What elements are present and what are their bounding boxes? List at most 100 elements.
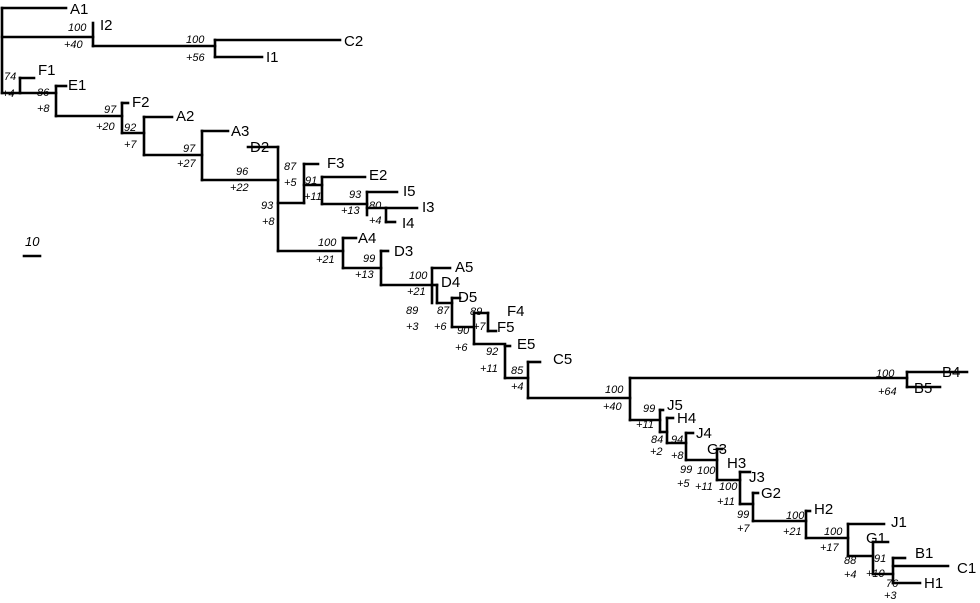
decay-index: +3: [406, 321, 419, 333]
bootstrap-value: 97: [183, 143, 196, 155]
taxon-label-j3: J3: [749, 469, 765, 486]
taxon-label-a3: A3: [231, 123, 249, 140]
decay-index: +4: [369, 215, 382, 227]
taxon-label-b5: B5: [914, 380, 932, 397]
taxon-label-i3: I3: [422, 199, 435, 216]
decay-index: +56: [186, 52, 206, 64]
decay-index: +4: [511, 381, 524, 393]
tree-branches: [0, 6, 969, 585]
bootstrap-value: 96: [236, 166, 249, 178]
decay-index: +17: [820, 542, 840, 554]
bootstrap-value: 100: [186, 34, 205, 46]
decay-index: +5: [284, 177, 297, 189]
bootstrap-value: 92: [124, 122, 136, 134]
taxon-label-e1: E1: [68, 77, 86, 94]
taxon-label-d5: D5: [458, 289, 477, 306]
bootstrap-value: 99: [363, 253, 375, 265]
decay-index: +20: [96, 121, 116, 133]
decay-index: +10: [866, 568, 886, 580]
bootstrap-value: 99: [643, 403, 655, 415]
taxon-label-e5: E5: [517, 336, 535, 353]
bootstrap-value: 100: [605, 384, 624, 396]
bootstrap-value: 99: [680, 464, 692, 476]
bootstrap-value: 92: [486, 346, 498, 358]
decay-index: +21: [407, 286, 426, 298]
taxon-label-h2: H2: [814, 501, 833, 518]
bootstrap-value: 85: [511, 365, 524, 377]
decay-index: +40: [64, 39, 84, 51]
taxon-label-f3: F3: [327, 155, 345, 172]
taxon-label-a4: A4: [358, 230, 376, 247]
decay-index: +8: [671, 450, 684, 462]
decay-index: +11: [695, 481, 713, 493]
bootstrap-value: 100: [318, 237, 337, 249]
bootstrap-value: 91: [874, 553, 886, 565]
taxon-label-f4: F4: [507, 303, 525, 320]
taxon-label-h4: H4: [677, 410, 696, 427]
bootstrap-value: 99: [737, 509, 749, 521]
decay-index: +11: [304, 191, 322, 203]
taxon-label-a1: A1: [70, 1, 88, 18]
decay-index: +64: [878, 386, 897, 398]
bootstrap-value: 100: [409, 270, 428, 282]
bootstrap-value: 86: [37, 87, 50, 99]
bootstrap-value: 93: [349, 189, 362, 201]
decay-index: +8: [37, 103, 50, 115]
bootstrap-value: 74: [4, 71, 16, 83]
taxon-label-h1: H1: [924, 575, 943, 592]
taxon-label-c2: C2: [344, 33, 363, 50]
taxon-label-a2: A2: [176, 108, 194, 125]
taxon-label-e2: E2: [369, 167, 387, 184]
decay-index: +8: [262, 216, 275, 228]
taxon-label-h3: H3: [727, 455, 746, 472]
bootstrap-value: 76: [886, 578, 899, 590]
bootstrap-value: 100: [876, 368, 895, 380]
bootstrap-value: 93: [261, 200, 274, 212]
taxon-label-d2: D2: [250, 139, 269, 156]
bootstrap-value: 80: [369, 200, 382, 212]
taxon-label-g2: G2: [761, 485, 781, 502]
decay-index: +3: [884, 590, 897, 602]
bootstrap-value: 89: [406, 305, 418, 317]
scale-bar: 10: [22, 234, 42, 258]
taxon-label-d4: D4: [441, 274, 460, 291]
taxon-label-c1: C1: [957, 560, 976, 577]
bootstrap-value: 100: [824, 526, 843, 538]
decay-index: +4: [2, 88, 15, 100]
decay-index: +13: [355, 269, 375, 281]
decay-index: +11: [480, 363, 498, 375]
bootstrap-value: 87: [437, 305, 450, 317]
bootstrap-value: 84: [651, 434, 663, 446]
bootstrap-value: 100: [68, 22, 87, 34]
decay-index: +6: [455, 342, 468, 354]
bootstrap-value: 89: [470, 306, 482, 318]
bootstrap-value: 91: [305, 175, 317, 187]
decay-index: +4: [844, 569, 857, 581]
decay-index: +21: [316, 254, 335, 266]
taxon-label-c5: C5: [553, 351, 572, 368]
taxon-label-a5: A5: [455, 259, 473, 276]
taxon-label-i1: I1: [266, 49, 279, 66]
decay-index: +21: [783, 526, 802, 538]
bootstrap-value: 88: [844, 555, 857, 567]
taxon-label-f2: F2: [132, 94, 150, 111]
scale-bar-label: 10: [25, 234, 40, 249]
decay-index: +13: [341, 205, 361, 217]
taxon-label-d3: D3: [394, 243, 413, 260]
bootstrap-value: 90: [457, 325, 470, 337]
taxon-label-g3: G3: [707, 441, 727, 458]
decay-index: +5: [677, 478, 690, 490]
taxon-label-f1: F1: [38, 62, 56, 79]
taxon-label-i2: I2: [100, 17, 113, 34]
taxon-label-f5: F5: [497, 319, 515, 336]
taxon-label-b1: B1: [915, 545, 933, 562]
decay-index: +22: [230, 182, 249, 194]
taxon-label-i5: I5: [403, 183, 416, 200]
decay-index: +7: [473, 321, 486, 333]
decay-index: +11: [636, 419, 654, 431]
decay-index: +11: [717, 496, 735, 508]
taxon-labels: A1I2C2I1F1E1F2A2A3D2F3E2I5I3I4A4D3A5D4D5…: [38, 1, 976, 592]
decay-index: +40: [603, 401, 623, 413]
